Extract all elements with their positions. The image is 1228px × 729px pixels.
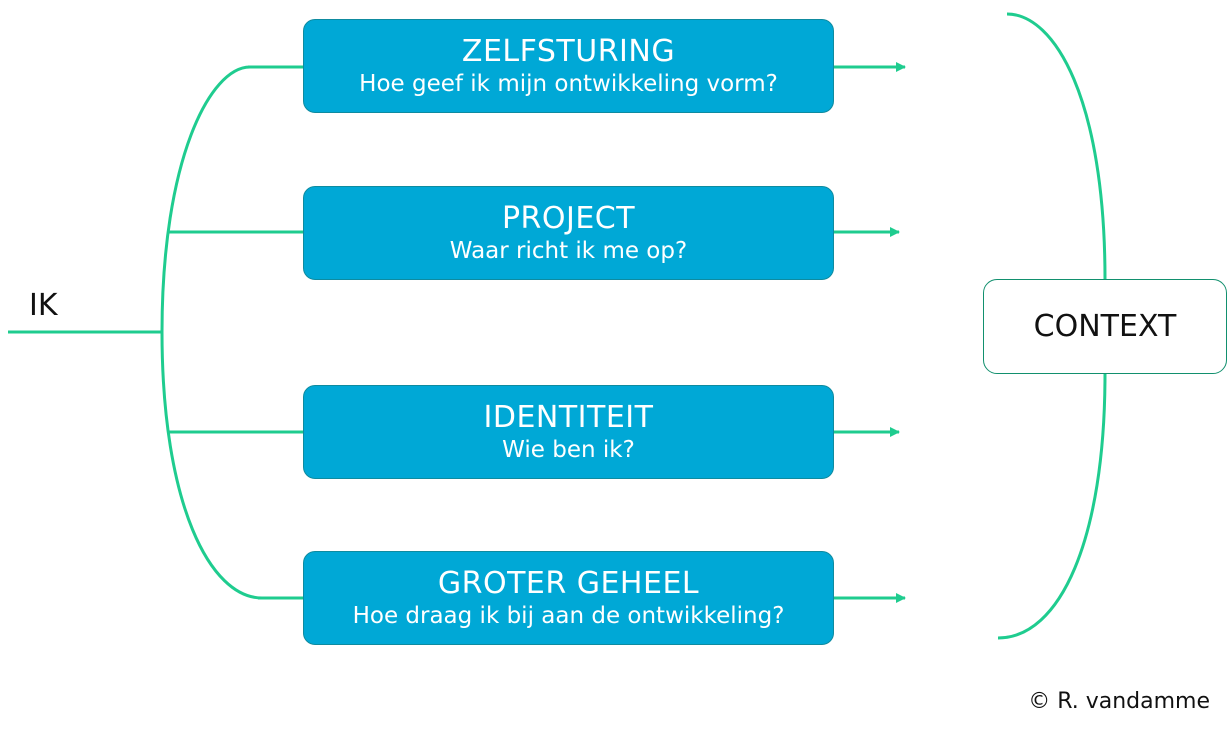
- box-question: Hoe draag ik bij aan de ontwikkeling?: [352, 603, 785, 629]
- copyright-notice: © R. vandamme: [1028, 689, 1210, 714]
- box-title: GROTER GEHEEL: [437, 566, 700, 601]
- context-box: CONTEXT: [983, 279, 1227, 374]
- box-title: IDENTITEIT: [483, 400, 654, 435]
- left-brace: [160, 65, 263, 600]
- right-brace-bottom: [997, 373, 1107, 640]
- box-zelfsturing: ZELFSTURING Hoe geef ik mijn ontwikkelin…: [303, 19, 834, 113]
- root-label: IK: [29, 288, 58, 323]
- box-identiteit: IDENTITEIT Wie ben ik?: [303, 385, 834, 479]
- box-project: PROJECT Waar richt ik me op?: [303, 186, 834, 280]
- box-question: Hoe geef ik mijn ontwikkeling vorm?: [359, 71, 778, 97]
- box-question: Wie ben ik?: [502, 437, 635, 463]
- right-brace-top: [1006, 12, 1107, 280]
- box-title: ZELFSTURING: [461, 34, 676, 69]
- box-question: Waar richt ik me op?: [449, 238, 688, 264]
- box-groter-geheel: GROTER GEHEEL Hoe draag ik bij aan de on…: [303, 551, 834, 645]
- box-title: PROJECT: [501, 201, 636, 236]
- context-label: CONTEXT: [1033, 309, 1177, 344]
